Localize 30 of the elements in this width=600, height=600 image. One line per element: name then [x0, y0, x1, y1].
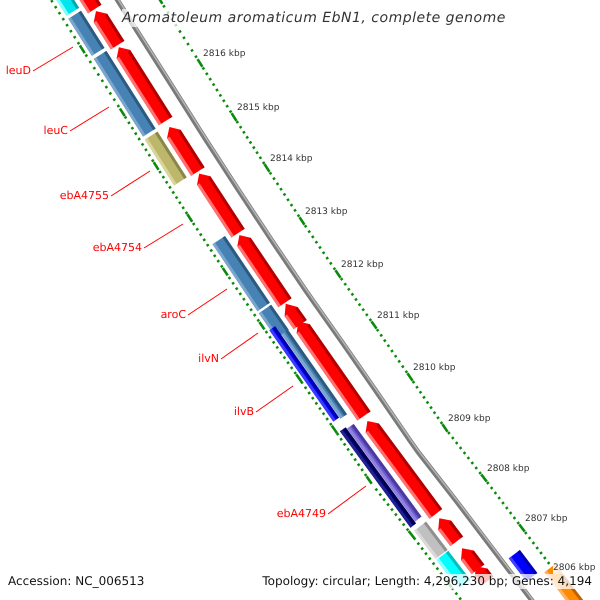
- gene-label: ebA4749: [276, 507, 326, 520]
- map-title: Aromatoleum aromaticum EbN1, complete genome: [122, 9, 506, 27]
- gene-label: ilvN: [198, 352, 219, 365]
- tick-label: 2808 kbp: [487, 464, 530, 475]
- gene-label: ebA4755: [60, 189, 109, 202]
- gene-label: ebA4754: [92, 241, 142, 254]
- leader-line: [220, 332, 258, 360]
- leader-line: [188, 288, 228, 316]
- tick-label: 2810 kbp: [413, 363, 456, 374]
- gene-label: ilvB: [234, 405, 254, 418]
- tick-label: 2811 kbp: [377, 311, 420, 322]
- gene-label: aroC: [160, 308, 186, 321]
- footer-text: Topology: circular; Length: 4,296,230 bp; Genes: 4,194: [262, 574, 592, 589]
- tick-label: 2815 kbp: [237, 103, 280, 114]
- gene-label: leuC: [44, 124, 68, 137]
- footer-text: Accession: NC_006513: [8, 574, 144, 589]
- leader-line: [144, 224, 184, 248]
- tick-label: 2807 kbp: [525, 514, 568, 525]
- leader-line: [32, 46, 74, 72]
- gene-label: leuD: [6, 64, 31, 77]
- leader-line: [328, 486, 366, 514]
- tick-label: 2809 kbp: [448, 414, 490, 425]
- tick-label: 2814 kbp: [270, 154, 312, 165]
- tick-label: 2813 kbp: [305, 207, 348, 218]
- leader-line: [70, 106, 110, 132]
- tick-label: 2806 kbp: [553, 563, 596, 574]
- leader-line: [256, 386, 294, 412]
- tick-label: 2816 kbp: [203, 49, 246, 60]
- tick-label: 2812 kbp: [341, 260, 384, 271]
- leader-line: [110, 170, 150, 196]
